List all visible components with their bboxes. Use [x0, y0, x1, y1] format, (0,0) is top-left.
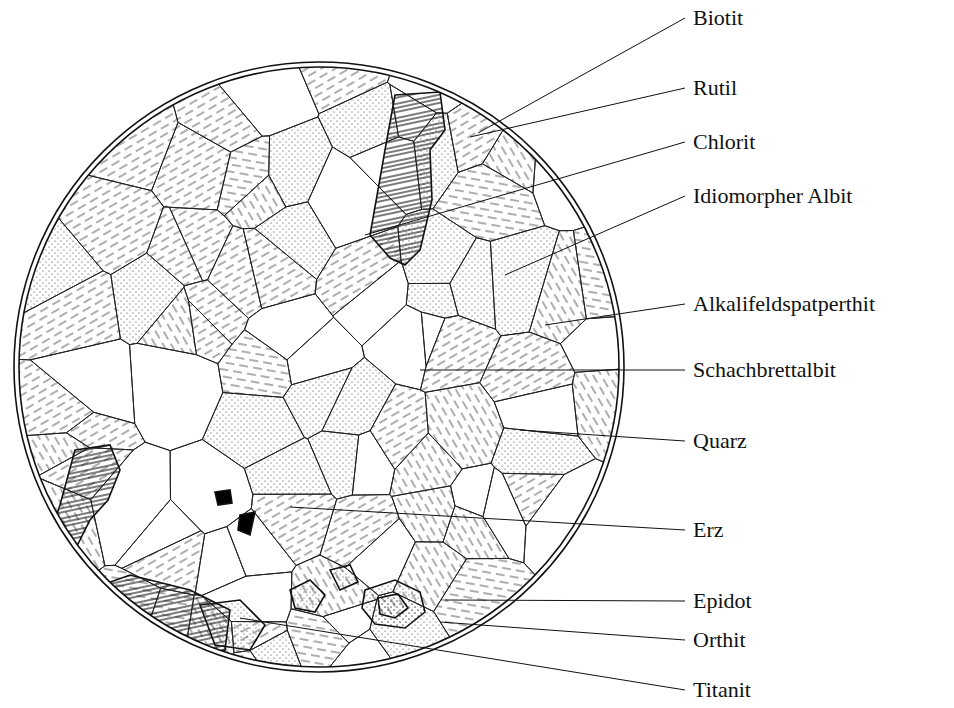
- grain: [333, 261, 408, 346]
- grain: [322, 357, 396, 435]
- leader-line: [545, 304, 685, 325]
- grain: [30, 339, 135, 424]
- field-rim: [14, 62, 624, 672]
- biotite-flake: [370, 92, 445, 265]
- grain: [204, 656, 296, 697]
- grain: [533, 37, 649, 231]
- epidote-grain: [330, 565, 358, 590]
- leader-line: [440, 622, 685, 640]
- epidote-grain: [290, 580, 325, 612]
- grain: [560, 314, 649, 372]
- mineral-label: Schachbrettalbit: [693, 357, 836, 383]
- grain: [224, 175, 286, 229]
- grain: [572, 367, 649, 483]
- grain: [202, 393, 304, 469]
- leader-line: [478, 18, 685, 133]
- leader-line: [365, 142, 685, 235]
- grain: [352, 431, 394, 495]
- mineral-label: Idiomorpher Albit: [693, 183, 852, 209]
- grain: [480, 332, 575, 402]
- grain: [245, 294, 334, 360]
- grain: [502, 473, 564, 526]
- grain: [433, 164, 545, 241]
- leader-line: [505, 196, 685, 275]
- leader-line: [420, 370, 685, 371]
- mineral-label: Alkalifeldspatperthit: [693, 291, 875, 317]
- leader-line: [240, 618, 685, 690]
- mineral-label: Epidot: [693, 588, 752, 614]
- orthite-grain: [378, 594, 408, 618]
- field-rim: [19, 67, 619, 667]
- mineral-label: Titanit: [693, 677, 751, 703]
- grain: [66, 412, 145, 450]
- ore-grain: [215, 490, 232, 505]
- grain: [188, 300, 232, 363]
- biotite-flake: [48, 445, 120, 570]
- leader-line: [470, 88, 685, 137]
- grain: [451, 463, 495, 516]
- titanite-grain: [200, 600, 265, 650]
- mineral-label: Orthit: [693, 627, 746, 653]
- grain: [115, 499, 201, 568]
- epidote-grain: [362, 580, 425, 628]
- mineral-label: Rutil: [693, 75, 737, 101]
- mineral-label: Biotit: [693, 5, 743, 31]
- mineral-label: Chlorit: [693, 129, 755, 155]
- leader-line: [290, 507, 685, 530]
- grain: [227, 508, 296, 576]
- ore-grain: [238, 512, 255, 535]
- grain: [406, 283, 458, 318]
- grain: [491, 428, 596, 475]
- grain: [421, 312, 445, 366]
- grain: [320, 495, 399, 568]
- grain: [0, 146, 103, 331]
- leader-line: [520, 430, 685, 441]
- grain: [147, 207, 203, 286]
- leader-line: [445, 600, 685, 601]
- mineral-label: Quarz: [693, 428, 747, 454]
- mineral-label: Erz: [693, 517, 724, 543]
- grain: [286, 609, 349, 691]
